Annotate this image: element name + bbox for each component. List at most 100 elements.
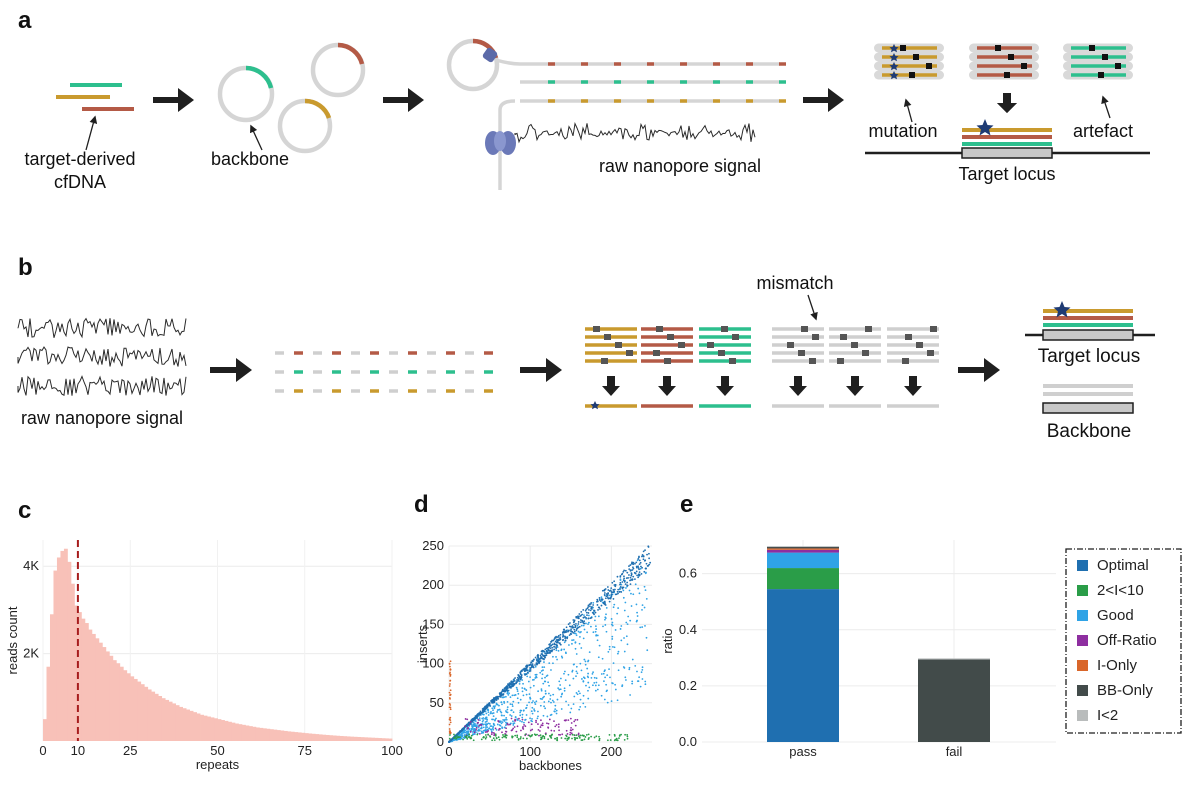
mismatch-mark xyxy=(913,54,919,60)
good-point xyxy=(576,693,579,696)
mismatch-mark xyxy=(1115,63,1121,69)
histogram-bar xyxy=(290,731,295,741)
good-point xyxy=(573,663,575,666)
optimal-point xyxy=(596,600,599,603)
good-point xyxy=(500,711,503,714)
off-ratio-point xyxy=(479,723,482,726)
low-insert-point xyxy=(571,733,574,736)
optimal-point xyxy=(610,593,613,596)
good-point xyxy=(509,703,512,706)
off-ratio-point xyxy=(477,719,480,721)
histogram-bar xyxy=(322,734,327,741)
histogram-bar xyxy=(231,722,236,741)
histogram-bar xyxy=(189,710,194,741)
mismatch-mark xyxy=(862,350,869,356)
optimal-point xyxy=(558,642,561,645)
low-insert-point xyxy=(516,736,519,739)
histogram-bar xyxy=(98,642,103,741)
optimal-point xyxy=(536,659,538,662)
good-point xyxy=(616,699,619,702)
optimal-point xyxy=(638,559,641,562)
histogram-bar xyxy=(346,736,351,741)
optimal-point xyxy=(488,701,491,704)
good-point xyxy=(506,700,509,703)
optimal-point xyxy=(532,658,535,661)
low-insert-point xyxy=(544,733,547,736)
good-point xyxy=(634,583,637,586)
off-ratio-point xyxy=(555,724,558,726)
good-point xyxy=(636,611,638,614)
optimal-point xyxy=(608,597,611,600)
histogram-bar xyxy=(238,724,243,741)
optimal-point xyxy=(635,566,638,569)
low-insert-point xyxy=(453,733,455,736)
i-only-point xyxy=(449,697,451,700)
backbone-box xyxy=(1042,402,1134,414)
good-point xyxy=(540,689,543,692)
off-ratio-point xyxy=(476,722,479,724)
optimal-point xyxy=(601,589,604,592)
x-tick-label: fail xyxy=(946,744,963,759)
optimal-point xyxy=(544,648,547,651)
process-arrow-b2 xyxy=(520,358,562,382)
good-point xyxy=(479,719,481,722)
low-insert-point xyxy=(480,738,483,741)
good-point xyxy=(513,694,516,697)
optimal-point xyxy=(637,573,640,576)
off-ratio-point xyxy=(466,727,469,730)
good-point xyxy=(596,634,599,637)
histogram-bar xyxy=(116,663,121,741)
off-ratio-point xyxy=(548,718,551,721)
good-point xyxy=(587,672,589,675)
good-point xyxy=(548,692,550,695)
optimal-point xyxy=(529,668,532,670)
good-point xyxy=(583,658,586,661)
nanopore-icon xyxy=(485,131,516,155)
off-ratio-point xyxy=(522,728,525,730)
histogram-bar xyxy=(332,735,337,741)
optimal-point xyxy=(526,669,529,672)
down-arrow xyxy=(789,376,807,396)
good-point xyxy=(556,698,559,701)
good-point xyxy=(496,711,499,713)
histogram-bar xyxy=(63,548,68,741)
good-point xyxy=(475,724,477,727)
good-point xyxy=(484,728,487,730)
optimal-point xyxy=(503,687,506,690)
good-point xyxy=(575,653,578,655)
low-insert-point xyxy=(517,738,520,740)
good-point xyxy=(519,698,522,701)
mismatch-mark xyxy=(837,358,844,364)
good-point xyxy=(614,629,617,631)
good-point xyxy=(623,637,625,639)
optimal-point xyxy=(600,604,603,607)
histogram-bar xyxy=(81,618,86,741)
low-insert-point xyxy=(526,737,528,740)
optimal-point xyxy=(610,595,613,598)
good-point xyxy=(608,645,611,648)
good-point xyxy=(498,708,501,711)
optimal-point xyxy=(571,625,574,627)
optimal-point xyxy=(564,639,567,642)
good-point xyxy=(605,683,608,686)
off-ratio-point xyxy=(530,723,533,726)
segmented-reads xyxy=(275,351,493,393)
good-point xyxy=(503,714,505,717)
x-tick-label: 100 xyxy=(519,744,541,759)
optimal-point xyxy=(554,640,557,643)
good-point xyxy=(521,720,523,723)
good-point xyxy=(525,693,528,696)
optimal-point xyxy=(492,698,495,701)
optimal-point xyxy=(614,583,617,586)
optimal-point xyxy=(512,680,514,683)
good-point xyxy=(501,721,504,724)
low-insert-point xyxy=(484,737,487,740)
optimal-point xyxy=(575,615,578,618)
good-point xyxy=(587,681,590,684)
optimal-point xyxy=(606,586,609,588)
histogram-bar xyxy=(252,726,257,741)
optimal-point xyxy=(604,597,607,600)
optimal-point xyxy=(590,616,593,619)
good-point xyxy=(494,705,496,707)
optimal-point xyxy=(643,570,646,573)
